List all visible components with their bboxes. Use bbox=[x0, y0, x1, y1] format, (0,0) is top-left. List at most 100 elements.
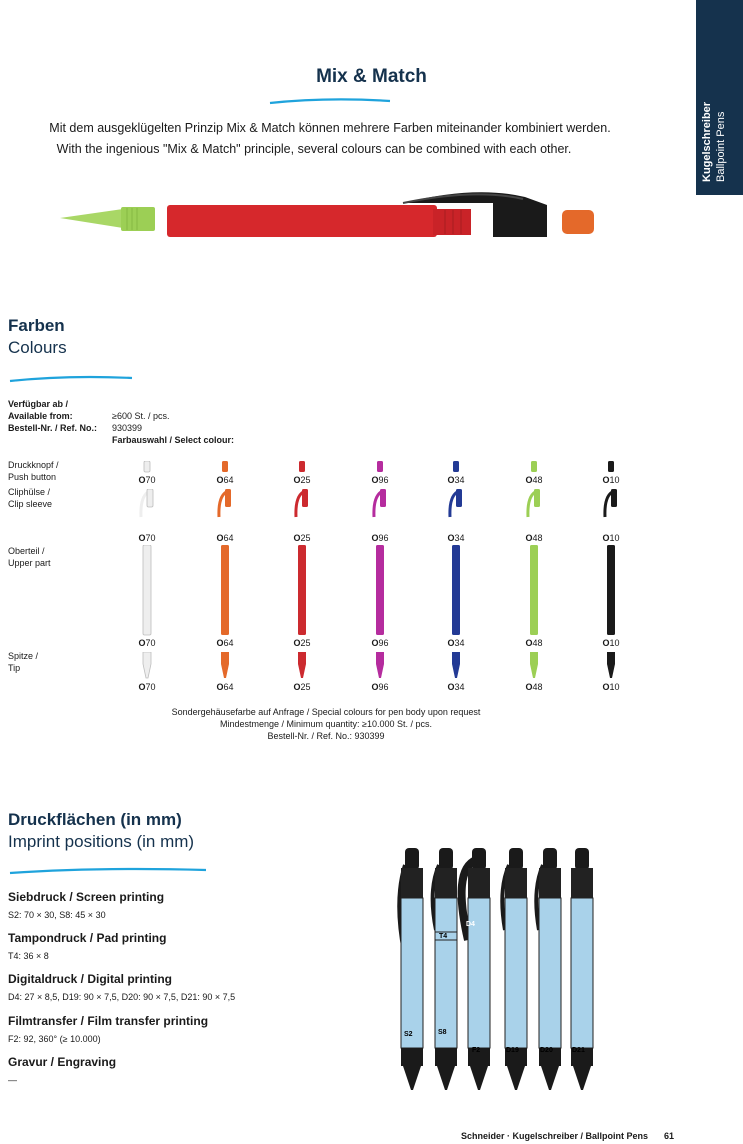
swatch-upper-part-70 bbox=[142, 545, 152, 636]
imprint-pens-illustration: S2 T4 S8 D4 F2 D19 bbox=[397, 848, 594, 1090]
colour-code-48: O48 bbox=[525, 638, 543, 648]
imprint-pen-d4-f2: D4 F2 bbox=[457, 848, 491, 1090]
film-transfer-heading: Filmtransfer / Film transfer printing bbox=[8, 1014, 209, 1028]
select-colour-label: Farbauswahl / Select colour: bbox=[112, 435, 235, 445]
swatch-tip-34 bbox=[452, 652, 460, 678]
pen-body-red bbox=[167, 205, 471, 237]
imprint-title-en: Imprint positions (in mm) bbox=[8, 832, 195, 851]
swatch-tip-96 bbox=[376, 652, 384, 678]
side-tab: Kugelschreiber Ballpoint Pens bbox=[696, 0, 743, 195]
mixmatch-line-en: With the ingenious "Mix & Match" princip… bbox=[56, 142, 572, 156]
swatch-push-button-34 bbox=[453, 461, 459, 472]
imprint-title-de: Druckflächen (in mm) bbox=[8, 810, 182, 829]
film-transfer-text: F2: 92, 360° (≥ 10.000) bbox=[8, 1034, 101, 1044]
colour-code-34: O34 bbox=[447, 475, 465, 485]
side-tab-title-de: Kugelschreiber bbox=[701, 101, 713, 182]
swatch-clip-sleeve-96 bbox=[372, 489, 386, 518]
colour-code-64: O64 bbox=[216, 533, 234, 543]
imprint-pen-d19: D19 bbox=[500, 848, 528, 1090]
colour-code-10: O10 bbox=[602, 475, 620, 485]
colour-code-70: O70 bbox=[138, 638, 156, 648]
digital-printing-text: D4: 27 × 8,5, D19: 90 × 7,5, D20: 90 × 7… bbox=[8, 992, 236, 1002]
colour-code-48: O48 bbox=[525, 533, 543, 543]
colour-code-25: O25 bbox=[293, 475, 311, 485]
swatch-push-button-48 bbox=[531, 461, 537, 472]
swatch-upper-part-64 bbox=[221, 545, 229, 635]
colour-code-48: O48 bbox=[525, 475, 543, 485]
swatch-tip-48 bbox=[530, 652, 538, 678]
pen-label-s2: S2 bbox=[404, 1031, 413, 1038]
colour-code-70: O70 bbox=[138, 475, 156, 485]
swatch-upper-part-96 bbox=[376, 545, 384, 635]
ref-label: Bestell-Nr. / Ref. No.: bbox=[8, 423, 98, 433]
pen-label-t4: T4 bbox=[439, 933, 447, 940]
mixmatch-title: Mix & Match bbox=[316, 66, 427, 87]
swatch-tip-10 bbox=[607, 652, 615, 678]
pen-label-d4: D4 bbox=[466, 921, 475, 928]
digital-printing-heading: Digitaldruck / Digital printing bbox=[8, 972, 173, 986]
mixmatch-swoosh bbox=[269, 98, 391, 105]
swatch-clip-sleeve-10 bbox=[603, 489, 617, 518]
available-label-de: Verfügbar ab / bbox=[8, 399, 69, 409]
special-colours-note: Sondergehäusefarbe auf Anfrage / Special… bbox=[171, 707, 481, 717]
row-label-clip-sleeve: Cliphülse /Clip sleeve bbox=[8, 487, 53, 509]
colour-code-10: O10 bbox=[602, 682, 620, 692]
page-number: 61 bbox=[664, 1131, 675, 1141]
row-label-push-button: Druckknopf /Push button bbox=[8, 460, 59, 482]
swatch-upper-part-48 bbox=[530, 545, 538, 635]
exploded-pen-illustration bbox=[60, 192, 594, 237]
colour-code-64: O64 bbox=[216, 475, 234, 485]
colour-code-96: O96 bbox=[371, 682, 389, 692]
engraving-heading: Gravur / Engraving bbox=[8, 1055, 117, 1069]
imprint-pen-s8-t4: T4 S8 bbox=[430, 848, 458, 1090]
swatch-push-button-70 bbox=[143, 461, 151, 473]
colour-code-96: O96 bbox=[371, 475, 389, 485]
pen-label-d20: D20 bbox=[540, 1047, 553, 1054]
pen-clip-black bbox=[402, 192, 547, 237]
colours-title-de: Farben bbox=[8, 316, 65, 335]
colour-code-64: O64 bbox=[216, 638, 234, 648]
colour-code-96: O96 bbox=[371, 638, 389, 648]
colour-code-34: O34 bbox=[447, 682, 465, 692]
swatch-clip-sleeve-70 bbox=[139, 489, 154, 518]
swatch-push-button-10 bbox=[608, 461, 614, 472]
imprint-swoosh bbox=[9, 867, 207, 875]
colour-code-10: O10 bbox=[602, 533, 620, 543]
colour-code-96: O96 bbox=[371, 533, 389, 543]
row-label-tip: Spitze /Tip bbox=[8, 651, 39, 673]
available-value: ≥600 St. / pcs. bbox=[112, 411, 170, 421]
mixmatch-line-de: Mit dem ausgeklügelten Prinzip Mix & Mat… bbox=[49, 121, 611, 135]
footer-text: Schneider · Kugelschreiber / Ballpoint P… bbox=[460, 1131, 648, 1141]
engraving-text: — bbox=[8, 1075, 17, 1085]
imprint-pen-d20: D20 bbox=[534, 848, 562, 1090]
pen-label-s8: S8 bbox=[438, 1029, 447, 1036]
swatch-upper-part-34 bbox=[452, 545, 460, 635]
swatch-upper-part-25 bbox=[298, 545, 306, 635]
colour-code-70: O70 bbox=[138, 533, 156, 543]
side-tab-title-en: Ballpoint Pens bbox=[715, 111, 727, 182]
colours-swoosh bbox=[9, 375, 133, 383]
swatch-clip-sleeve-25 bbox=[294, 489, 308, 518]
colour-code-70: O70 bbox=[138, 682, 156, 692]
screen-printing-text: S2: 70 × 30, S8: 45 × 30 bbox=[8, 910, 106, 920]
imprint-pen-d21: D21 bbox=[570, 848, 594, 1090]
ref-value: 930399 bbox=[112, 423, 143, 433]
swatch-tip-64 bbox=[221, 652, 229, 678]
pen-tip-green bbox=[60, 207, 155, 231]
swatch-clip-sleeve-48 bbox=[526, 489, 540, 518]
colours-title-en: Colours bbox=[8, 338, 67, 357]
pad-printing-heading: Tampondruck / Pad printing bbox=[8, 931, 167, 945]
swatch-upper-part-10 bbox=[607, 545, 615, 635]
swatch-push-button-25 bbox=[299, 461, 305, 472]
pen-label-f2: F2 bbox=[472, 1047, 480, 1054]
pad-printing-text: T4: 36 × 8 bbox=[8, 951, 49, 961]
swatch-tip-25 bbox=[298, 652, 306, 678]
swatch-push-button-96 bbox=[377, 461, 383, 472]
imprint-pen-s2: S2 bbox=[397, 848, 424, 1090]
colour-code-10: O10 bbox=[602, 638, 620, 648]
minimum-quantity-note: Mindestmenge / Minimum quantity: ≥10.000… bbox=[219, 719, 433, 729]
swatch-clip-sleeve-34 bbox=[448, 489, 462, 518]
pen-label-d21: D21 bbox=[572, 1047, 585, 1054]
special-ref-note: Bestell-Nr. / Ref. No.: 930399 bbox=[267, 731, 385, 741]
colour-code-48: O48 bbox=[525, 682, 543, 692]
